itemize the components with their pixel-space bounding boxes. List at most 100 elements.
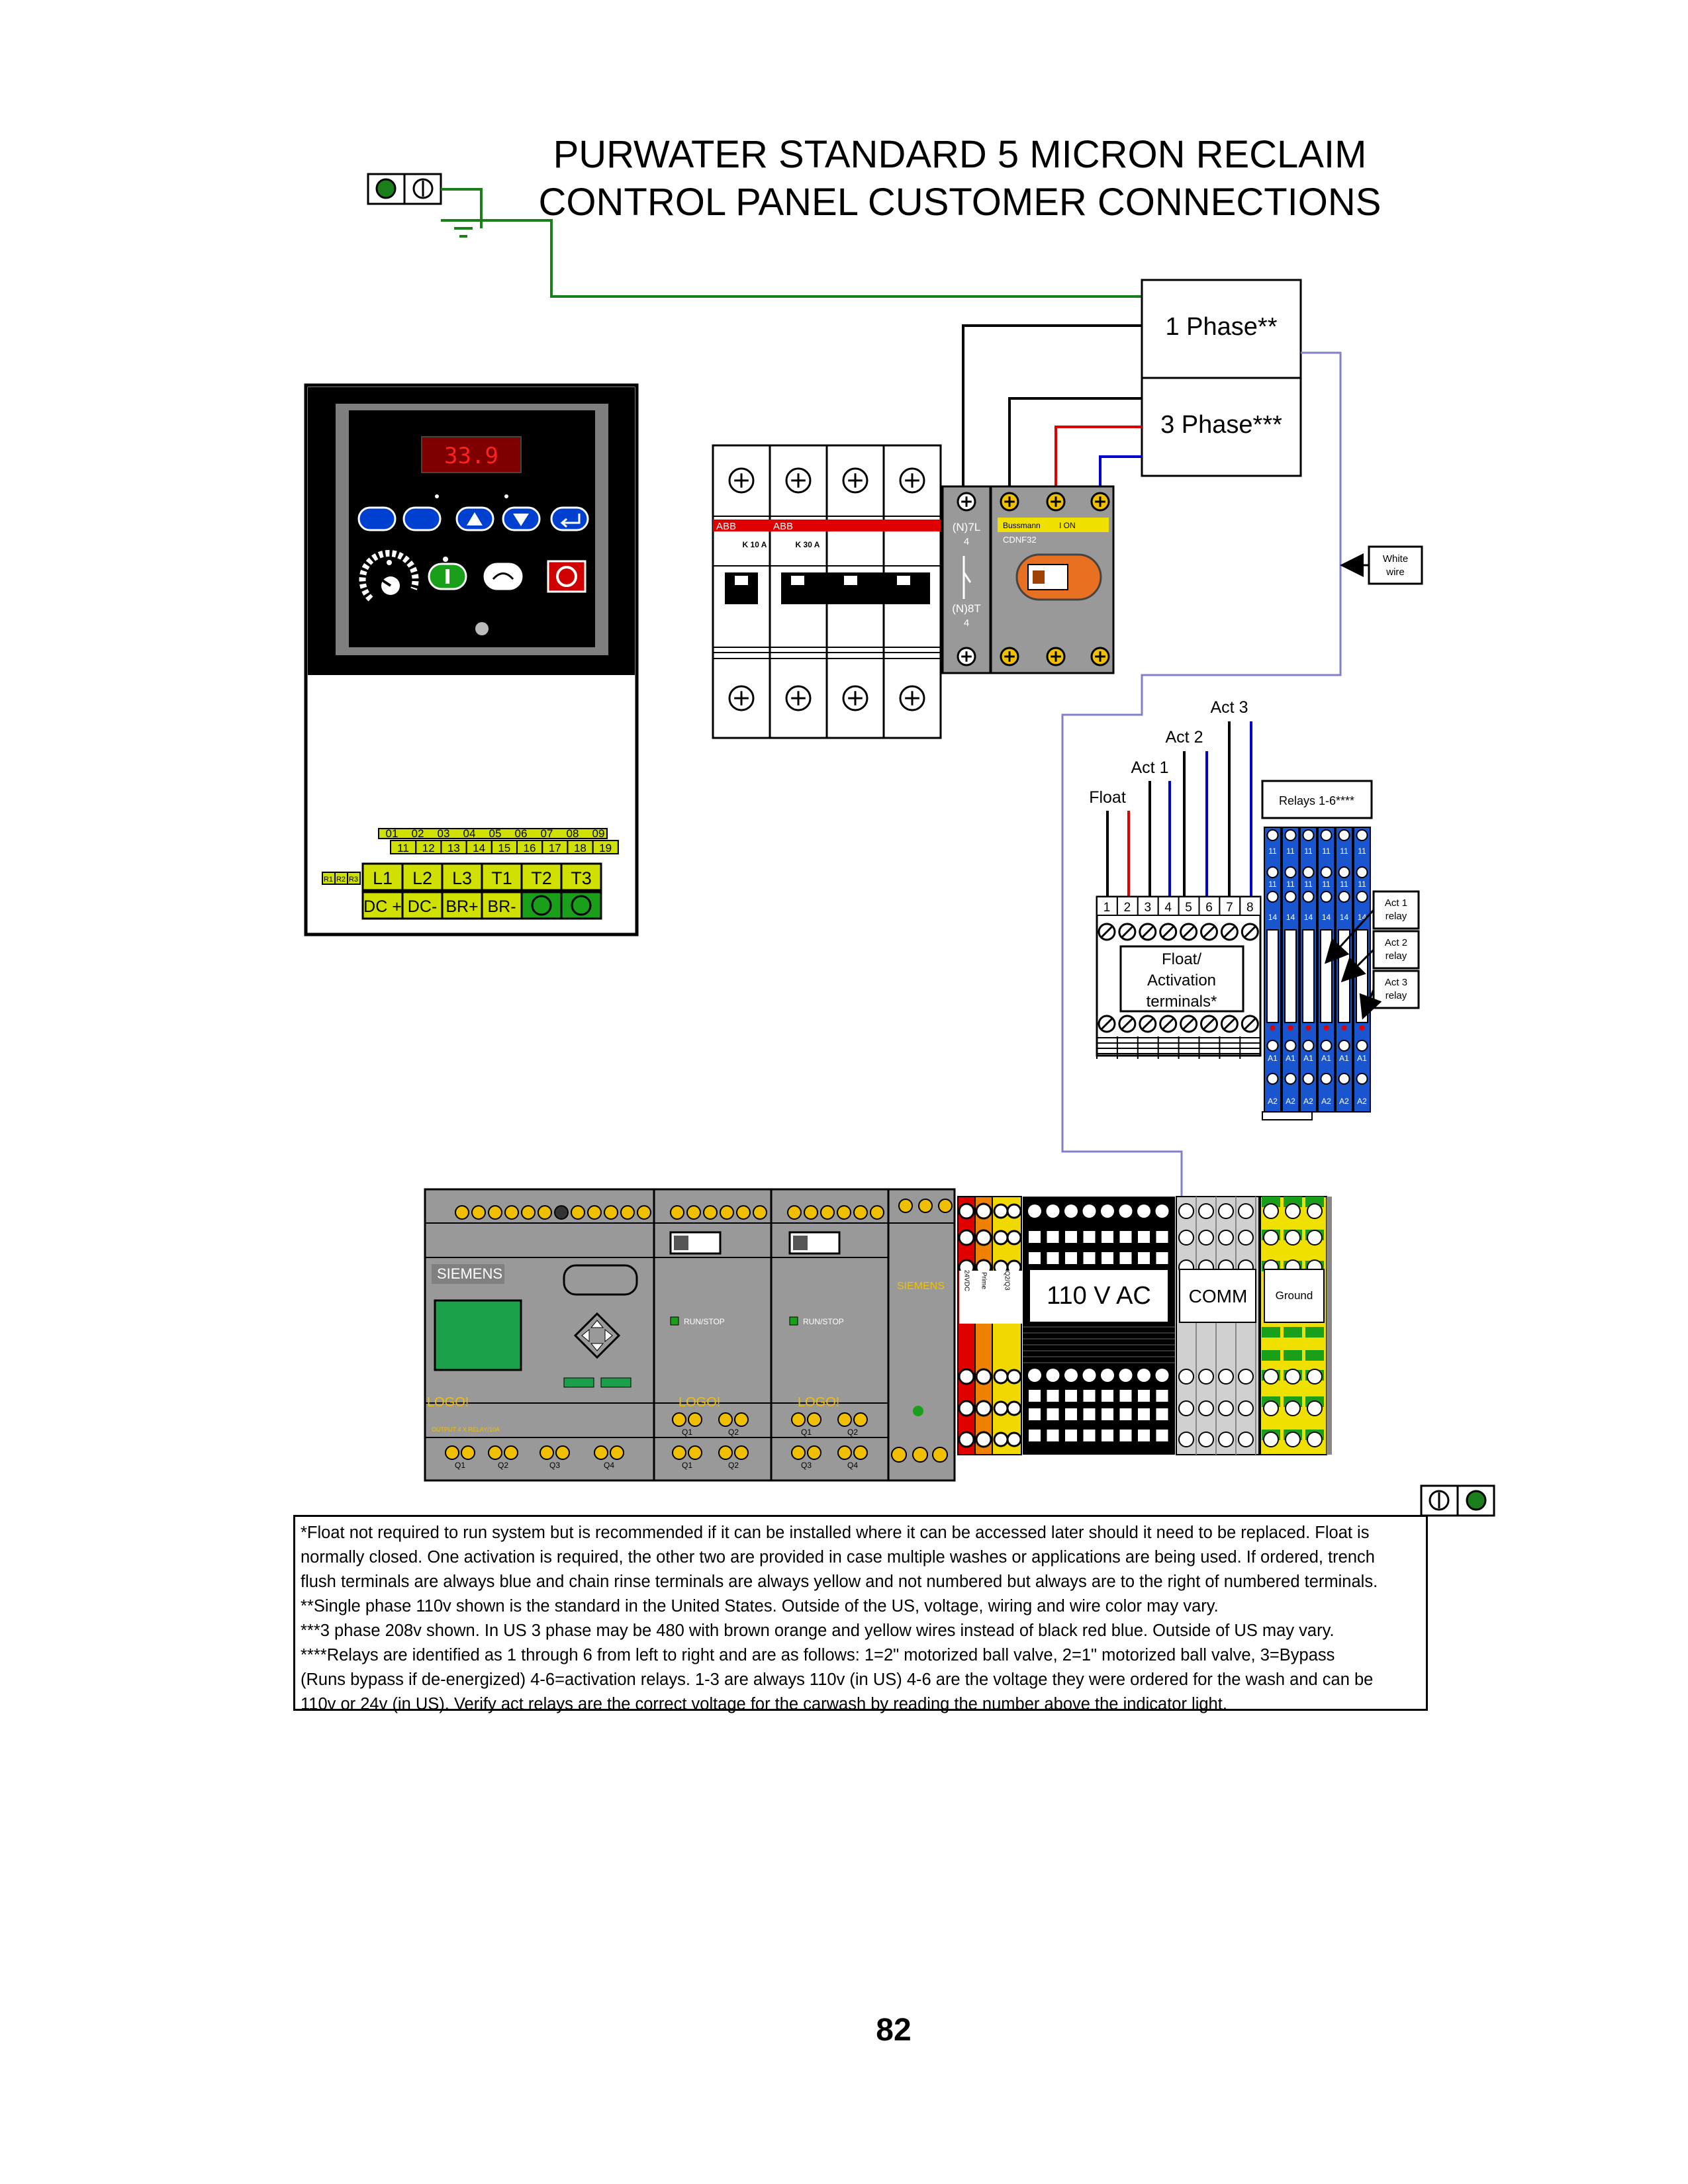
screw-icon [899, 685, 925, 711]
note-line: ***3 phase 208v shown. In US 3 phase may… [301, 1621, 1335, 1640]
relay-a1-label: A1 [1321, 1054, 1331, 1063]
activation-terminal-number: 4 [1164, 901, 1172, 915]
three-phase-label: 3 Phase*** [1160, 411, 1282, 439]
vfd-terminal-label: 06 [515, 827, 528, 840]
vfd-line-terminal-label: T2 [531, 868, 552, 888]
vfd-dc-terminals: DC +DC-BR+BR- [361, 891, 602, 920]
relay-top-number: 11 [1286, 880, 1295, 889]
svg-text:Bussmann: Bussmann [1003, 521, 1041, 530]
vfd-terminal-label: 04 [463, 827, 476, 840]
float-label: Float [1089, 788, 1126, 807]
relay-indicator-light [1288, 1025, 1293, 1030]
vfd-button-2 [402, 506, 442, 531]
vfd-line-terminal-label: L2 [412, 868, 432, 888]
svg-text:(N)7L: (N)7L [953, 521, 981, 533]
vfd-terminal-label: 08 [567, 827, 579, 840]
note-line: normally closed. One activation is requi… [301, 1548, 1375, 1567]
strip-vertical-label: 24VDC [963, 1270, 970, 1291]
plc-output-label: Q2 [498, 1461, 508, 1470]
activation-terminal-number: 1 [1103, 901, 1111, 915]
relay-callout-label: relay [1385, 950, 1407, 962]
svg-text:OUTPUT 4 X RELAY/10A: OUTPUT 4 X RELAY/10A [432, 1426, 500, 1433]
activation-terminal-number: 6 [1205, 901, 1213, 915]
act1-label: Act 1 [1131, 758, 1169, 777]
svg-text:Relays 1-6****: Relays 1-6**** [1279, 794, 1354, 807]
plc-output-label: Q2 [728, 1428, 739, 1437]
strip-vertical-label: Prime [980, 1272, 988, 1290]
disconnect-screws [957, 492, 1110, 666]
svg-text:ABB: ABB [716, 521, 736, 532]
vfd-terminal-label: 16 [524, 842, 536, 854]
vfd-terminal-label: 14 [473, 842, 485, 854]
relay-top-number: 11 [1322, 846, 1331, 856]
vfd-small-terminal-label: R1 [324, 876, 333, 884]
relay-a2-label: A2 [1303, 1097, 1313, 1106]
green-light-icon [1466, 1490, 1487, 1511]
title-line-2: CONTROL PANEL CUSTOMER CONNECTIONS [538, 181, 1382, 224]
screw-icon [1046, 647, 1066, 666]
screw-icon [785, 467, 812, 494]
relay-a1-label: A1 [1268, 1054, 1278, 1063]
vfd-direction-button [483, 563, 523, 590]
vfd-line-terminal-label: L1 [373, 868, 393, 888]
relays-label-box [1261, 780, 1373, 819]
relay-indicator-light [1323, 1025, 1329, 1030]
relay-mid-number: 14 [1322, 913, 1331, 922]
svg-text:SIEMENS: SIEMENS [897, 1281, 945, 1292]
plc-output-label: Q2 [847, 1428, 858, 1437]
note-line: (Runs bypass if de-energized) 4-6=activa… [301, 1670, 1374, 1689]
vfd-terminal-label: 02 [412, 827, 424, 840]
relay-a2-label: A2 [1321, 1097, 1331, 1106]
svg-text:RUN/STOP: RUN/STOP [803, 1317, 844, 1326]
activation-terminal-number: 3 [1145, 901, 1152, 915]
relay-a2-label: A2 [1268, 1097, 1278, 1106]
screw-icon [1090, 492, 1110, 512]
plc-output-label: Q4 [604, 1461, 614, 1470]
act3-label: Act 3 [1211, 698, 1248, 717]
plc-output-label: Q1 [455, 1461, 465, 1470]
single-phase-label: 1 Phase** [1165, 313, 1277, 341]
vfd-button-1 [357, 506, 397, 531]
green-light-icon [375, 178, 397, 199]
vfd-terminal-label: 03 [438, 827, 450, 840]
relay-indicator-light [1359, 1025, 1365, 1030]
plc-nav-pad-icon [573, 1312, 621, 1359]
fused-disconnect: (N)7L 4 (N)8T 4 Bussmann I ON CDNF32 [941, 485, 1115, 674]
vfd-terminal-label: 01 [386, 827, 399, 840]
relay-top-number: 11 [1268, 880, 1277, 889]
activation-terminal-number: 5 [1185, 901, 1192, 915]
plc-output-label: Q3 [549, 1461, 560, 1470]
relay-callout-label: Act 1 [1385, 897, 1407, 909]
relay-top-number: 11 [1340, 846, 1348, 856]
vfd-enter-button [550, 506, 589, 531]
strip-comm-label: COMM [1189, 1286, 1248, 1306]
relay-indicator-light [1305, 1025, 1311, 1030]
siemens-logo-plc: SIEMENS LOGO! OUTPUT 4 X RELAY/10A RUN/S… [424, 1188, 956, 1482]
relay-top-number: 11 [1268, 846, 1277, 856]
vfd-terminal-label: 07 [541, 827, 553, 840]
screw-icon [1046, 492, 1066, 512]
relay-mid-number: 14 [1340, 913, 1349, 922]
activation-terminal-number: 2 [1124, 901, 1131, 915]
svg-text:4: 4 [964, 617, 969, 629]
plc-output-label: Q2 [728, 1461, 739, 1470]
relay-top-number: 11 [1340, 880, 1348, 889]
screw-icon [957, 492, 976, 512]
vfd-display [421, 436, 522, 473]
vfd-speed-dial-icon [359, 550, 419, 602]
screw-icon [785, 685, 812, 711]
relay-a2-label: A2 [1286, 1097, 1295, 1106]
vfd-terminal-label: 13 [447, 842, 460, 854]
svg-text:LOGO!: LOGO! [798, 1395, 839, 1410]
svg-text:Activation: Activation [1147, 972, 1216, 989]
strip-vertical-label: Q2/Q3 [1004, 1271, 1011, 1291]
vfd-terminal-label: 15 [498, 842, 510, 854]
svg-text:Float/: Float/ [1162, 950, 1201, 968]
ground-symbol-icon [441, 188, 483, 238]
svg-text:CDNF32: CDNF32 [1003, 535, 1037, 545]
svg-text:K 30 A: K 30 A [796, 540, 820, 549]
vfd-small-terminal-label: R2 [336, 876, 346, 884]
breaker-screws [728, 467, 925, 711]
page-number: 82 [876, 2013, 912, 2048]
